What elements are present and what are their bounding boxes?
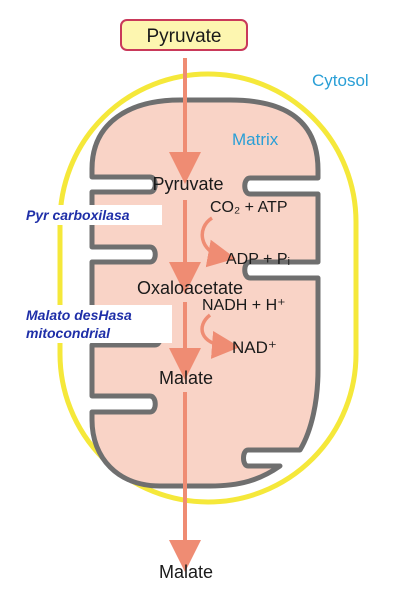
enzyme2-label-line1: Malato desHasa: [26, 307, 132, 323]
enzyme2-label-line2: mitocondrial: [26, 325, 111, 341]
arrow-nadh-to-nad: [200, 313, 240, 359]
oxaloacetate-label: Oxaloacetate: [137, 278, 243, 298]
enzyme1-label-bg: [22, 205, 162, 225]
pyruvate-outside-label: Pyruvate: [147, 26, 222, 47]
co2-atp-label: CO₂ + ATP: [210, 199, 288, 216]
malate-outside-label: Malate: [159, 562, 213, 582]
nadh-h-label: NADH + H⁺: [202, 297, 286, 314]
pyruvate-inside-label: Pyruvate: [152, 174, 223, 194]
adp-pi-label: ADP + Pᵢ: [226, 251, 290, 268]
pyruvate-box: [120, 19, 248, 51]
enzyme1-label: Pyr carboxilasa: [26, 207, 130, 223]
nad-label: NAD⁺: [232, 338, 277, 357]
cytosol-label: Cytosol: [312, 71, 369, 90]
inner-membrane: [89, 97, 321, 489]
matrix-label: Matrix: [232, 130, 279, 149]
malate-inside-label: Malate: [159, 368, 213, 388]
arrow-co2-atp-to-adp: [200, 216, 236, 268]
enzyme2-label-bg: [22, 305, 172, 343]
